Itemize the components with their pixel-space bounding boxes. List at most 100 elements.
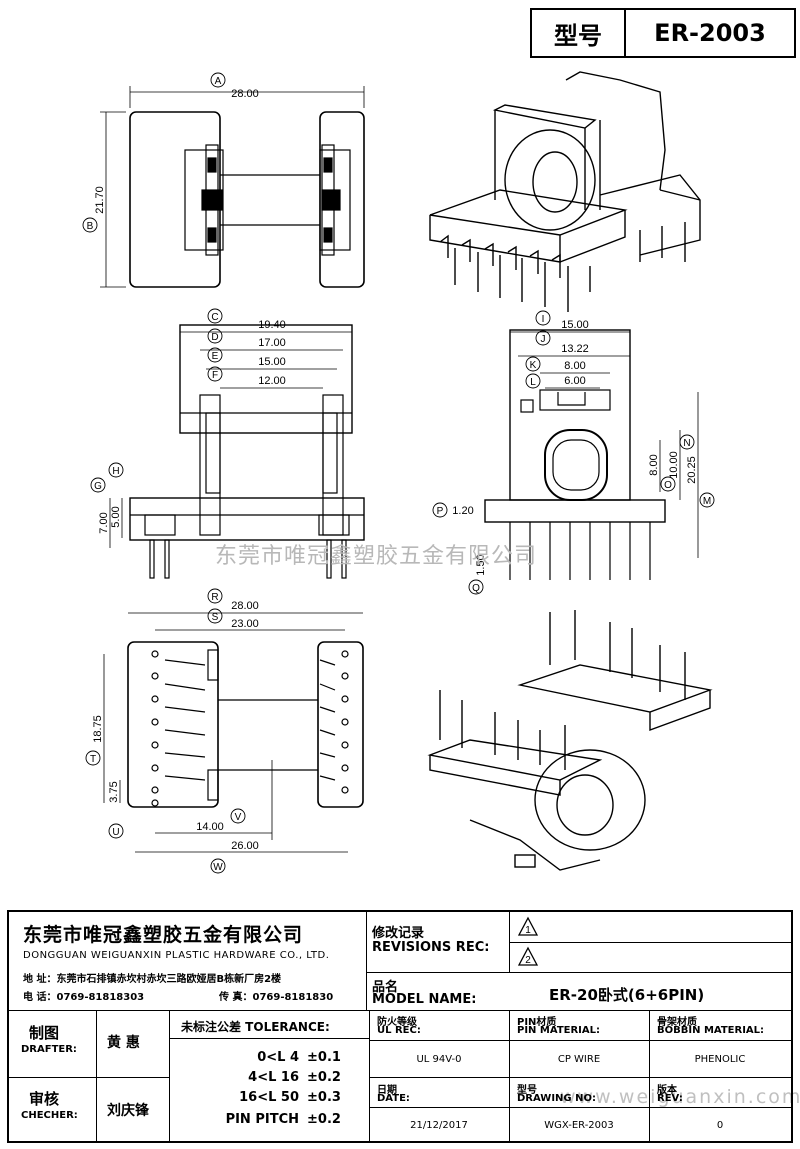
dimension-letter-circle-h: [108, 462, 124, 478]
company-fax: 传 真：0769-8181830: [219, 992, 334, 1003]
dimension-value-h: 5.00: [110, 506, 122, 527]
dimension-value-t: 18.75: [92, 715, 104, 743]
dimension-value-s: 23.00: [231, 618, 259, 630]
tolerance-value-3: ±0.3: [307, 1090, 341, 1105]
checker-name: 刘庆锋: [107, 1103, 149, 1119]
rev-label-en: REV:: [657, 1093, 683, 1104]
dimension-letter-o: O: [664, 480, 672, 491]
isometric-view-top: [429, 71, 701, 312]
ul-label-en: UL REC:: [377, 1025, 421, 1036]
dimension-letter-h: H: [112, 466, 119, 477]
tolerance-value-1: ±0.1: [307, 1050, 341, 1065]
dimension-letter-circle-m: [699, 492, 715, 508]
rev-label-cn: 版本: [657, 1085, 677, 1096]
dimension-value-u: 3.75: [108, 781, 120, 802]
dimension-letter-c: C: [211, 312, 218, 323]
dimension-letter-circle-t: [85, 750, 101, 766]
dimension-letter-circle-q: [468, 579, 484, 595]
dimension-letter-l: L: [530, 377, 536, 388]
top-view: [100, 86, 365, 288]
dimension-letter-circle-f: [207, 366, 223, 382]
dimension-letter-p: P: [437, 506, 444, 517]
model-value: ER-2003: [654, 19, 766, 47]
dimension-letter-circle-j: [535, 330, 551, 346]
company-phone: 电 话：0769-81818303: [23, 992, 145, 1003]
dimension-letter-circle-g: [90, 477, 106, 493]
tolerance-range-2: 4<L 16: [248, 1070, 299, 1085]
side-view: [484, 329, 699, 580]
pin-label-en: PIN MATERIAL:: [517, 1025, 600, 1036]
drawing-label-en: DRAWING NO:: [517, 1093, 596, 1104]
dimension-letter-circle-k: [525, 356, 541, 372]
dimension-value-q: 1.50: [475, 554, 487, 575]
bobbin-value: PHENOLIC: [694, 1054, 746, 1065]
front-view: [109, 324, 365, 579]
date-value: 21/12/2017: [410, 1120, 468, 1131]
company-name-en: DONGGUAN WEIGUANXIN PLASTIC HARDWARE CO.…: [23, 950, 330, 961]
model-name-value: ER-20卧式(6+6PIN): [549, 986, 705, 1004]
dimension-letter-s: S: [212, 612, 219, 623]
dimension-letter-f: F: [212, 370, 218, 381]
tolerance-range-4: PIN PITCH: [225, 1112, 299, 1127]
dimension-letter-a: A: [215, 76, 222, 87]
dimension-value-g: 7.00: [98, 512, 110, 533]
dimension-letter-circle-s: [207, 608, 223, 624]
dimension-value-o: 8.00: [648, 454, 660, 475]
dimension-letter-circle-w: [210, 858, 226, 874]
dimension-value-v: 14.00: [196, 821, 224, 833]
dimension-value-j: 13.22: [561, 343, 589, 355]
dimension-value-l: 6.00: [564, 375, 585, 387]
dimension-value-m: 20.25: [686, 456, 698, 484]
pin-label-cn: PIN材质: [517, 1017, 557, 1028]
dimension-letter-u: U: [112, 827, 119, 838]
svg-text:1: 1: [525, 925, 531, 936]
dimension-letter-circle-d: [207, 328, 223, 344]
dimension-letter-b: B: [87, 221, 94, 232]
bottom-view: [103, 612, 364, 853]
dimension-letter-circle-v: [230, 808, 246, 824]
date-label-cn: 日期: [377, 1085, 397, 1096]
revision-2-triangle: 2: [517, 946, 539, 966]
model-name-label-en: MODEL NAME:: [372, 992, 477, 1007]
dimension-letter-circle-p: [432, 502, 448, 518]
dimension-letter-v: V: [235, 812, 242, 823]
revisions-label-en: REVISIONS REC:: [372, 940, 490, 955]
dimension-letter-w: W: [213, 862, 223, 873]
revisions-label-cn: 修改记录: [372, 926, 425, 941]
dimension-letter-circle-c: [207, 308, 223, 324]
dimension-letter-d: D: [211, 332, 218, 343]
drafter-name: 黄 惠: [107, 1035, 140, 1051]
dimension-letter-t: T: [90, 754, 96, 765]
dimension-letter-circle-a: [210, 72, 226, 88]
dimension-value-k: 8.00: [564, 360, 585, 372]
dimension-letter-k: K: [530, 360, 537, 371]
dimension-value-e: 15.00: [258, 356, 286, 368]
drawing-label-cn: 型号: [517, 1085, 537, 1096]
dimension-value-r: 28.00: [231, 600, 259, 612]
pin-value: CP WIRE: [557, 1054, 601, 1065]
bobbin-label-en: BOBBIN MATERIAL:: [657, 1025, 765, 1036]
dimension-letter-circle-l: [525, 373, 541, 389]
watermark-url: www.weiguanxin.com: [560, 1086, 800, 1108]
dimension-letter-circle-e: [207, 347, 223, 363]
bobbin-label-cn: 骨架材质: [657, 1017, 697, 1028]
dimension-value-b: 21.70: [94, 186, 106, 214]
checker-label-en: CHECHER:: [21, 1110, 78, 1121]
technical-drawing: 28.00A21.70B19.40C17.00D15.00E12.00F7.00…: [82, 71, 715, 874]
company-address: 地 址：东莞市石排镇赤坎村赤坎三路欧娅居B栋新厂房2楼: [23, 974, 282, 985]
dimension-letter-circle-r: [207, 588, 223, 604]
dimension-letter-e: E: [212, 351, 219, 362]
dimension-value-w: 26.00: [231, 840, 259, 852]
dimension-value-a: 28.00: [231, 88, 259, 100]
rev-value: 0: [716, 1120, 724, 1131]
dimension-letter-q: Q: [472, 583, 480, 594]
dimension-letter-g: G: [94, 481, 102, 492]
dimension-letter-circle-i: [535, 310, 551, 326]
dimension-letter-r: R: [211, 592, 218, 603]
tolerance-range-1: 0<L 4: [257, 1050, 299, 1065]
dimension-letter-j: J: [541, 334, 546, 345]
model-title-box: 型号 ER-2003: [530, 8, 796, 58]
dimension-value-c: 19.40: [258, 319, 286, 331]
drafter-label-cn: 制图: [29, 1024, 60, 1042]
tolerance-range-3: 16<L 50: [239, 1090, 299, 1105]
